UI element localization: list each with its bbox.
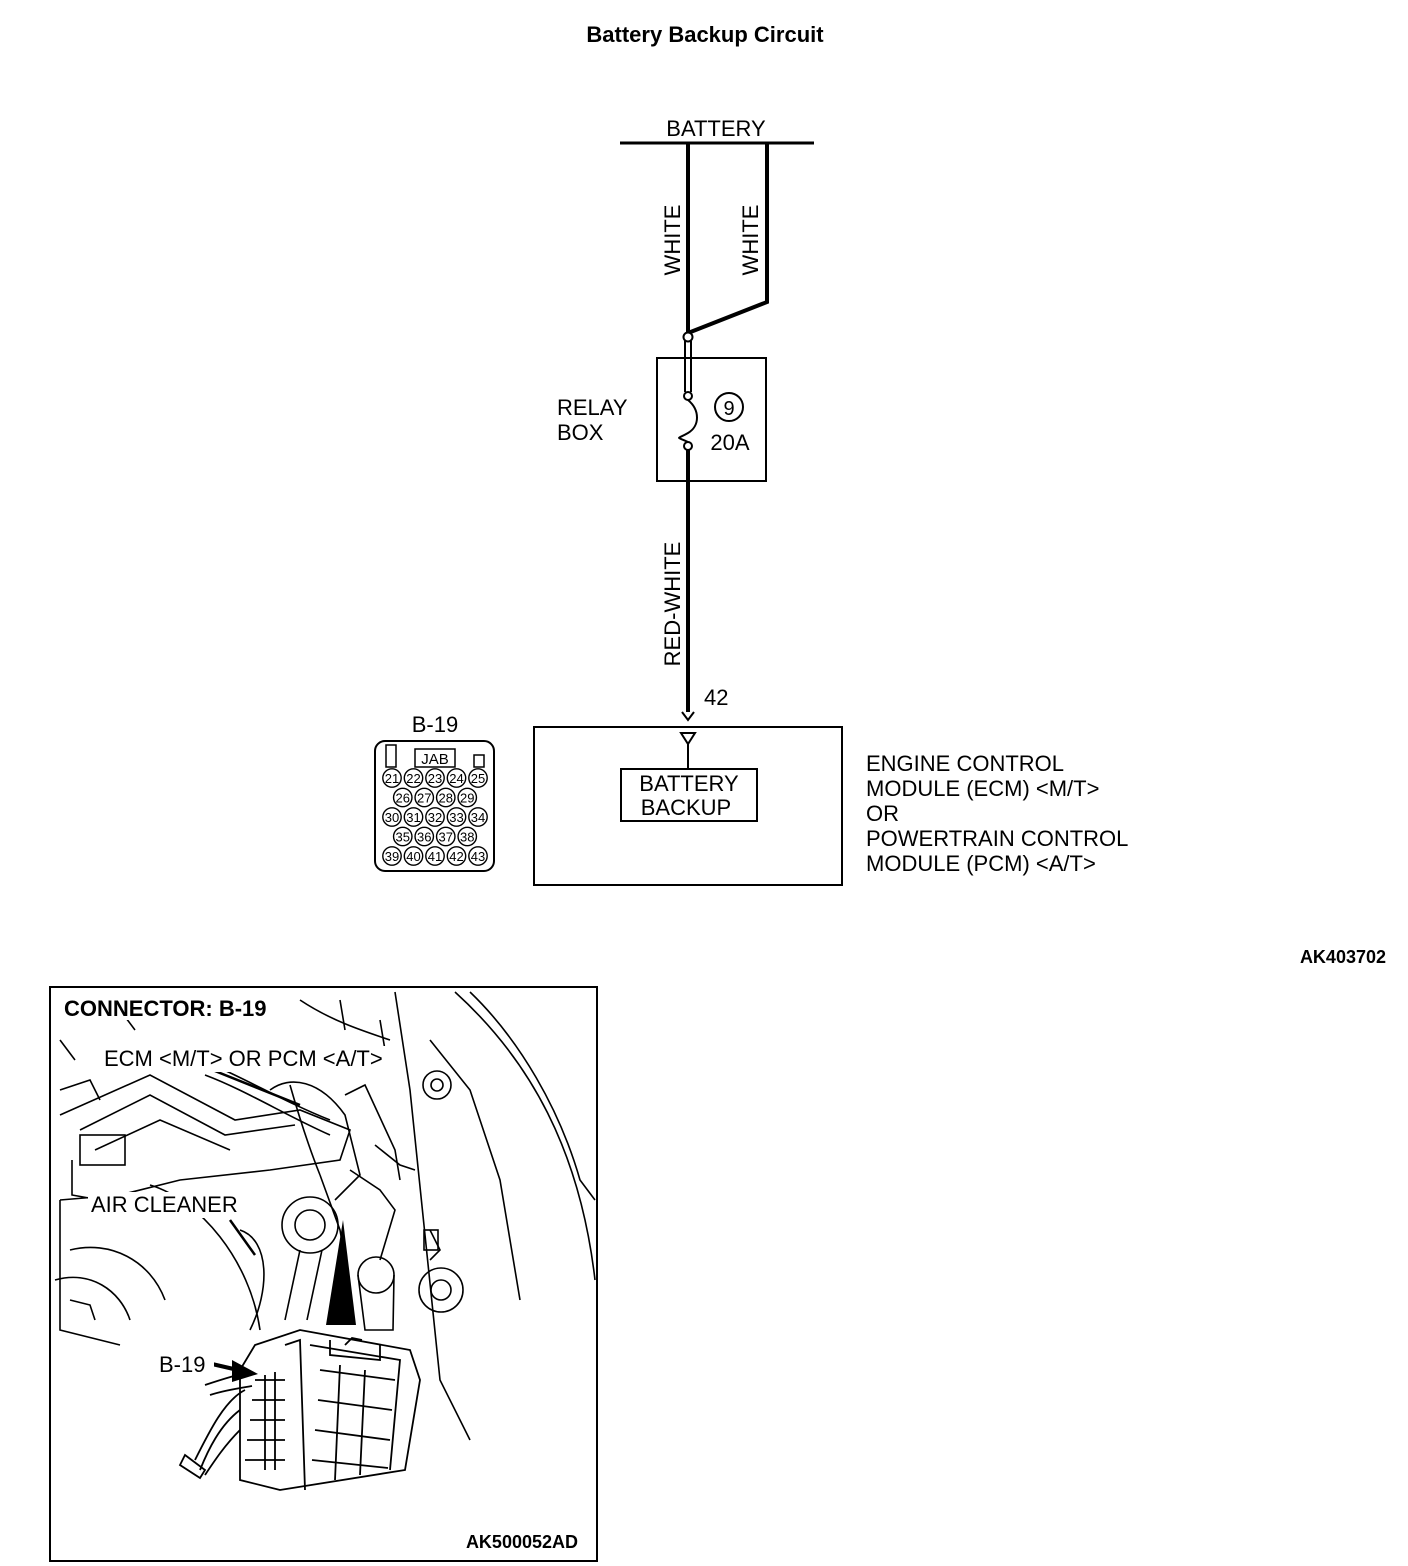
fuse-terminal-top: [683, 391, 693, 401]
connector-pin-label: 25: [471, 771, 485, 786]
battery-label: BATTERY: [666, 116, 766, 141]
fuse-number-circle: [714, 392, 744, 422]
battery-backup-line1: BATTERY: [639, 771, 739, 796]
module-label-line3: OR: [866, 801, 899, 826]
ecm-box: [533, 726, 843, 886]
wire-white-right-label: WHITE: [738, 205, 763, 276]
relay-box-label-line1: RELAY: [557, 395, 628, 420]
connector-pin: [446, 846, 467, 866]
ecm-label: ECM <M/T> OR PCM <A/T>: [104, 1046, 383, 1071]
connector-pin: [403, 846, 424, 866]
connector-pin: [446, 768, 467, 788]
connector-pin-label: 39: [385, 849, 399, 864]
pin-number: 42: [704, 685, 728, 710]
connector-pin-label: 40: [406, 849, 420, 864]
connector-latch-right: [473, 754, 485, 768]
connector-pin-label: 26: [396, 791, 410, 806]
connector-pin: [414, 787, 435, 808]
connector-pin-label: 36: [417, 830, 431, 845]
connector-pin: [392, 787, 413, 808]
connector-key: JAB: [421, 751, 449, 768]
connector-pin: [468, 807, 488, 827]
connector-pin: [392, 826, 413, 847]
connector-pin: [403, 768, 424, 788]
fuse-terminal-bottom: [683, 441, 693, 451]
module-label-line4: POWERTRAIN CONTROL: [866, 826, 1128, 851]
connector-pin-label: 31: [406, 810, 420, 825]
connector-pin-label: 30: [385, 810, 399, 825]
connector-pin-label: 21: [385, 771, 399, 786]
fuse-rating: 20A: [710, 430, 749, 455]
figure-code-top: AK403702: [1300, 947, 1386, 967]
connector-pin: [468, 846, 488, 866]
diagram-title: Battery Backup Circuit: [586, 22, 824, 47]
connector-name: B-19: [412, 712, 458, 737]
connector-pin-label: 37: [439, 830, 453, 845]
connector-pin: [382, 807, 402, 827]
connector-pin: [468, 768, 488, 788]
input-triangle-icon: [679, 732, 697, 746]
connector-callout-label: B-19: [159, 1352, 205, 1377]
battery-backup-box: [620, 768, 758, 822]
connector-pin-label: 24: [449, 771, 463, 786]
connector-pin-label: 34: [471, 810, 485, 825]
pin-terminal-arrow: [681, 711, 695, 722]
connector-pin: [425, 846, 445, 866]
fuse-icon: [678, 399, 698, 443]
callout-arrow-icon: [232, 1360, 258, 1382]
connector-pin: [414, 826, 435, 847]
connector-pin-label: 29: [460, 791, 474, 806]
connector-pin-label: 27: [417, 791, 431, 806]
connector-pin: [425, 807, 445, 827]
connector-pin-label: 28: [439, 791, 453, 806]
air-cleaner-label: AIR CLEANER: [91, 1192, 238, 1217]
callout-label-backing: [156, 1352, 214, 1378]
ecm-label-backing: [100, 1046, 390, 1072]
connector-pin: [435, 826, 456, 847]
connector-key-box: [414, 748, 456, 768]
module-label-line2: MODULE (ECM) <M/T>: [866, 776, 1099, 801]
inset-frame: [49, 986, 598, 1562]
connector-pin-label: 43: [471, 849, 485, 864]
fuse-number: 9: [723, 398, 734, 420]
connector-pin-label: 23: [428, 771, 442, 786]
connector-pin-label: 33: [449, 810, 463, 825]
inset-title-backing: [60, 994, 295, 1020]
battery-backup-line2: BACKUP: [641, 795, 731, 820]
connector-pin: [382, 768, 402, 788]
connector-pin-label: 32: [428, 810, 442, 825]
air-cleaner-leader-line: [228, 1219, 257, 1256]
connector-pin: [425, 768, 445, 788]
connector-pin: [446, 807, 467, 827]
pointer-triangle-icon: [326, 1220, 356, 1325]
wire-red-white-label: RED-WHITE: [660, 542, 685, 667]
splice-point: [682, 331, 694, 343]
inset-title: CONNECTOR: B-19: [64, 996, 267, 1021]
connector-pin: [457, 826, 478, 847]
air-cleaner-label-backing: [88, 1192, 260, 1218]
connector-pin: [435, 787, 456, 808]
relay-box-label-line2: BOX: [557, 420, 604, 445]
wire-white-right: [687, 143, 769, 335]
relay-box: [656, 357, 767, 482]
connector-pin-label: 38: [460, 830, 474, 845]
connector-latch-left: [385, 744, 397, 768]
connector-pin-label: 42: [449, 849, 463, 864]
connector-pin-label: 35: [396, 830, 410, 845]
module-label-line1: ENGINE CONTROL: [866, 751, 1064, 776]
ecm-module-illustration: [178, 1329, 421, 1491]
connector-body: [374, 740, 495, 872]
connector-pin-grid: 21 22 23 24 25 26 27 28 29 30 31 32 33 34 35 36 37 38 39 40…: [382, 768, 488, 866]
inset-figure-code: AK500052AD: [466, 1532, 578, 1552]
connector-pin-label: 41: [428, 849, 442, 864]
module-label-line5: MODULE (PCM) <A/T>: [866, 851, 1096, 876]
connector-pin: [382, 846, 402, 866]
connector-pin: [457, 787, 478, 808]
connector-pin: [403, 807, 424, 827]
wire-white-left-label: WHITE: [660, 205, 685, 276]
connector-pin-label: 22: [406, 771, 420, 786]
engine-bay-illustration: [54, 991, 596, 1441]
